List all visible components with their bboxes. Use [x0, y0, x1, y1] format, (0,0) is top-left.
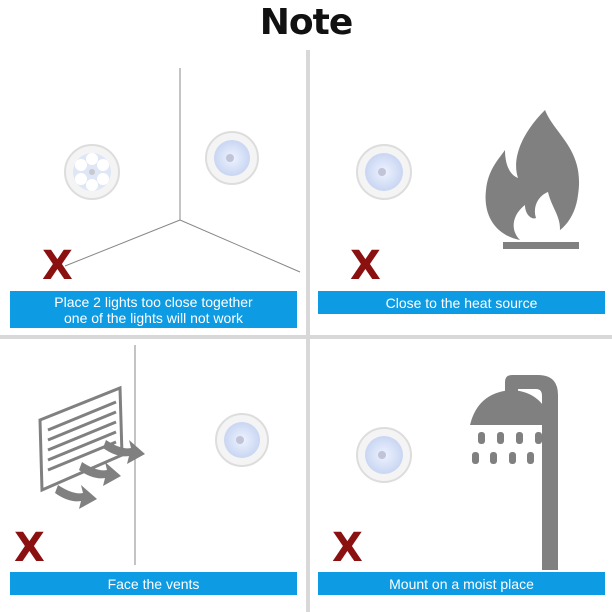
x-mark: X	[332, 525, 363, 571]
light-6led	[64, 144, 120, 200]
caption-banner: Mount on a moist place	[318, 572, 605, 595]
light-round	[356, 427, 412, 483]
x-mark: X	[14, 525, 45, 571]
grid-dividers	[0, 50, 612, 612]
caption-line: Place 2 lights too close together	[54, 293, 253, 310]
light-round	[215, 413, 269, 467]
caption-line: one of the lights will not work	[64, 309, 243, 326]
fire-icon	[485, 110, 580, 249]
light-round	[205, 131, 259, 185]
caption-banner: Close to the heat source	[318, 291, 605, 314]
wall-corner	[64, 68, 301, 273]
caption-banner: Face the vents	[10, 572, 297, 595]
page-title: Note	[259, 2, 354, 43]
light-round	[356, 144, 412, 200]
x-mark: X	[350, 243, 381, 289]
vent-icon	[38, 385, 124, 493]
x-mark: X	[42, 243, 73, 289]
airflow-arrows-icon	[55, 440, 145, 509]
shower-icon	[470, 375, 558, 570]
caption-banner: Place 2 lights too close together one of…	[10, 291, 297, 328]
